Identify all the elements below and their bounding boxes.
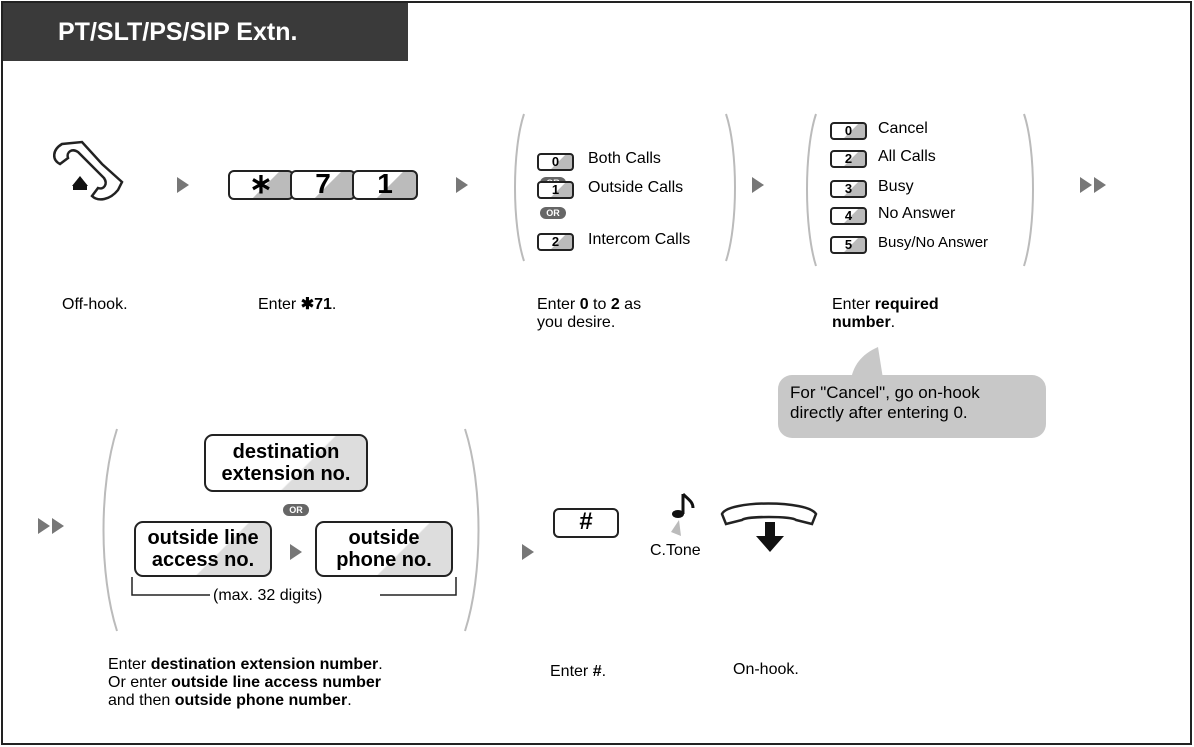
option-key-0[interactable]: 0: [830, 122, 867, 140]
caption-off-hook: Off-hook.: [62, 296, 128, 313]
option-both-calls: Both Calls: [588, 150, 661, 167]
page-title: PT/SLT/PS/SIP Extn.: [3, 3, 408, 61]
option-outside-calls: Outside Calls: [588, 179, 684, 196]
continue-arrow-icon: [1080, 177, 1108, 198]
caption-on-hook: On-hook.: [733, 661, 799, 678]
max-digits-bracket: [131, 577, 457, 596]
key-7[interactable]: 7: [290, 170, 356, 200]
option-bracket: [514, 113, 736, 262]
destination-bracket: [102, 428, 480, 632]
max-digits-label: (max. 32 digits): [213, 587, 323, 604]
arrow-icon: [522, 544, 534, 560]
arrow-icon: [752, 177, 764, 193]
on-hook-handset-icon: [720, 502, 818, 552]
option-cancel: Cancel: [878, 120, 928, 137]
caption-enter-hash: Enter #.: [550, 663, 607, 680]
option-busy-no-answer: Busy/No Answer: [878, 234, 989, 251]
option-bracket: [806, 113, 1034, 267]
option-key-4[interactable]: 4: [830, 207, 867, 225]
key-1[interactable]: 1: [352, 170, 418, 200]
option-key-3[interactable]: 3: [830, 180, 867, 198]
option-all-calls: All Calls: [878, 148, 936, 165]
or-badge: OR: [540, 207, 566, 219]
tone-label: C.Tone: [650, 542, 701, 559]
arrow-icon: [290, 544, 302, 560]
confirmation-tone-icon: [671, 492, 695, 536]
star-key[interactable]: ∗: [228, 170, 294, 200]
arrow-icon: [177, 177, 189, 193]
option-key-5[interactable]: 5: [830, 236, 867, 254]
arrow-icon: [456, 177, 468, 193]
off-hook-handset-icon: [53, 140, 124, 201]
option-key-2[interactable]: 2: [537, 233, 574, 251]
hash-key[interactable]: #: [553, 508, 619, 538]
option-key-1[interactable]: 1: [537, 181, 574, 199]
option-key-0[interactable]: 0: [537, 153, 574, 171]
option-busy: Busy: [878, 178, 914, 195]
option-intercom-calls: Intercom Calls: [588, 231, 691, 248]
option-key-2[interactable]: 2: [830, 150, 867, 168]
or-badge: OR: [283, 504, 309, 516]
caption-destination: Enter destination extension number. Or e…: [108, 656, 383, 709]
caption-enter-71: Enter ✱71.: [258, 296, 337, 313]
option-no-answer: No Answer: [878, 205, 956, 222]
continue-arrow-icon: [38, 518, 66, 539]
